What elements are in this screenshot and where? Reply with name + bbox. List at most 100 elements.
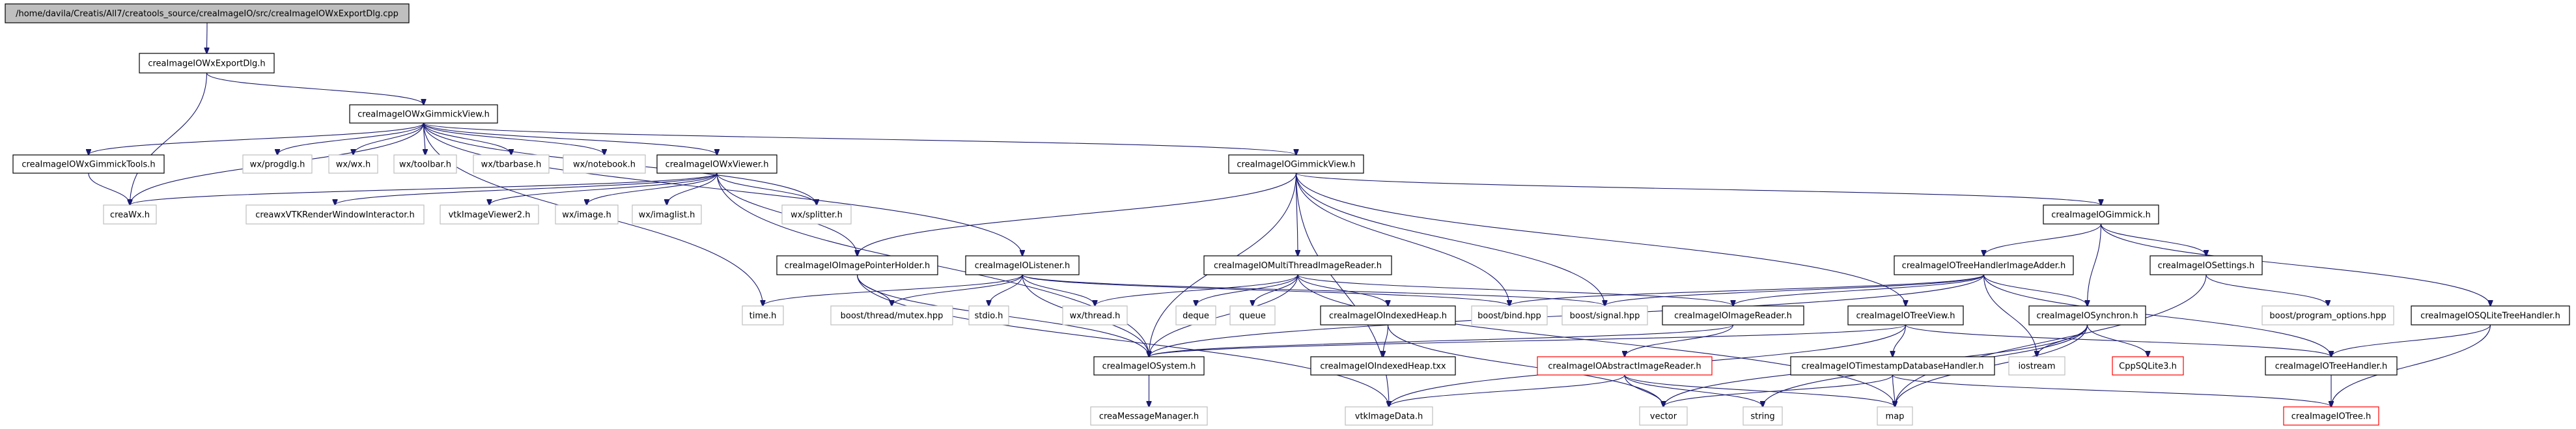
node-box <box>139 53 275 74</box>
node-tree[interactable]: creaImageIOTree.h <box>2283 406 2379 426</box>
node-vtkimgdata: vtkImageData.h <box>1345 406 1433 426</box>
node-iheaptxx[interactable]: creaImageIOIndexedHeap.txx <box>1310 356 1456 376</box>
node-box <box>1228 154 1364 174</box>
node-box <box>1639 406 1688 426</box>
edge-thadder-to-synchron <box>1983 274 2088 306</box>
node-label: vtkImageData.h <box>1355 412 1423 422</box>
edge-listener-to-stdio <box>989 274 1023 306</box>
edge-root-to-exportdlg <box>207 22 208 53</box>
node-ptrholder[interactable]: creaImageIOImagePointerHolder.h <box>776 255 938 275</box>
edge-thadder-to-iostream <box>1983 274 2037 357</box>
node-wxviewer[interactable]: creaImageIOWxViewer.h <box>656 154 777 174</box>
node-wxgview[interactable]: creaImageIOWxGimmickView.h <box>349 104 498 124</box>
node-box <box>1561 305 1648 325</box>
node-label: wx/splitter.h <box>791 210 843 220</box>
node-settings[interactable]: creaImageIOSettings.h <box>2149 255 2263 275</box>
node-box <box>742 305 784 325</box>
node-wxwx: wx/wx.h <box>328 154 378 174</box>
node-synchron[interactable]: creaImageIOSynchron.h <box>2028 305 2146 325</box>
node-label: creaImageIOWxExportDlg.h <box>148 59 265 69</box>
node-treeview[interactable]: creaImageIOTreeView.h <box>1847 305 1964 325</box>
node-label: CppSQLite3.h <box>2119 362 2177 372</box>
node-thadder[interactable]: creaImageIOTreeHandlerImageAdder.h <box>1894 255 2074 275</box>
node-label: creaImageIOTreeView.h <box>1856 311 1955 321</box>
edge-gview-to-ptrholder <box>858 173 1297 256</box>
node-label: queue <box>1239 311 1266 321</box>
node-listener[interactable]: creaImageIOListener.h <box>965 255 1080 275</box>
node-vtkiv2: vtkImageViewer2.h <box>440 204 539 225</box>
node-box <box>1471 305 1548 325</box>
node-gimmick[interactable]: creaImageIOGimmick.h <box>2043 204 2159 225</box>
node-wxgtools[interactable]: creaImageIOWxGimmickTools.h <box>12 154 165 174</box>
edge-exportdlg-to-wxgview <box>206 72 424 105</box>
node-label: creaImageIOGimmickView.h <box>1237 160 1355 170</box>
node-label: creaImageIOSystem.h <box>1102 362 1196 372</box>
edge-sqlitetree-to-tree <box>2331 324 2491 407</box>
node-gview[interactable]: creaImageIOGimmickView.h <box>1228 154 1364 174</box>
node-box <box>473 154 550 174</box>
node-splitter: wx/splitter.h <box>781 204 852 225</box>
node-label: boost/bind.hpp <box>1477 311 1541 321</box>
node-label: boost/signal.hpp <box>1570 311 1640 321</box>
edge-sqlitetree-to-treehandler <box>2331 324 2491 357</box>
node-absreader[interactable]: creaImageIOAbstractImageReader.h <box>1537 356 1713 376</box>
node-label: creaImageIOTreeHandler.h <box>2275 362 2387 372</box>
node-label: vtkImageViewer2.h <box>449 210 531 220</box>
node-box <box>656 154 777 174</box>
edge-imreader-to-system <box>1149 324 1734 357</box>
edge-gview-to-bind <box>1295 173 1510 306</box>
node-label: string <box>1750 412 1774 422</box>
node-iheap[interactable]: creaImageIOIndexedHeap.h <box>1320 305 1456 325</box>
node-label: wx/image.h <box>562 210 611 220</box>
node-box <box>12 154 165 174</box>
node-label: creaImageIOImageReader.h <box>1674 311 1792 321</box>
node-creawx: creaWx.h <box>103 204 157 225</box>
node-cppsqlite[interactable]: CppSQLite3.h <box>2112 356 2184 376</box>
node-imaglist: wx/imaglist.h <box>632 204 702 225</box>
node-system[interactable]: creaImageIOSystem.h <box>1093 356 1205 376</box>
node-label: stdio.h <box>975 311 1003 321</box>
edge-imreader-to-absreader <box>1625 324 1734 357</box>
node-label: creaImageIOTimestampDatabaseHandler.h <box>1802 362 1984 372</box>
node-box <box>1743 406 1783 426</box>
edge-gimmick-to-thadder <box>1984 223 2102 256</box>
node-box <box>1847 305 1964 325</box>
edge-mtreader-to-imreader <box>1297 274 1733 306</box>
edge-wxgview-to-gview <box>423 122 1296 155</box>
node-exportdlg[interactable]: creaImageIOWxExportDlg.h <box>139 53 275 74</box>
node-box <box>555 204 619 225</box>
edge-wxgview-to-notebook <box>423 122 605 155</box>
node-imreader[interactable]: creaImageIOImageReader.h <box>1662 305 1804 325</box>
edge-thadder-to-treehandler <box>1983 274 2332 357</box>
edge-wxviewer-to-vtkiv2 <box>490 173 718 205</box>
node-box <box>2112 356 2184 376</box>
node-label: creaImageIOSQLiteTreeHandler.h <box>2420 311 2560 321</box>
edge-settings-to-map <box>1895 274 2207 407</box>
node-treehandler[interactable]: creaImageIOTreeHandler.h <box>2265 356 2398 376</box>
edge-listener-to-timeh <box>763 274 1023 306</box>
node-box <box>2411 305 2570 325</box>
node-box <box>440 204 539 225</box>
node-label: creaImageIOIndexedHeap.txx <box>1320 362 1446 372</box>
edge-gimmick-to-sqlitetree <box>2100 223 2491 306</box>
node-label: creaImageIOSettings.h <box>2158 261 2255 271</box>
node-string: string <box>1743 406 1783 426</box>
node-box <box>245 204 425 225</box>
node-label: vector <box>1650 412 1677 422</box>
node-root[interactable]: /home/davila/Creatis/All7/creatools_sour… <box>5 3 410 23</box>
node-msgmgr: creaMessageManager.h <box>1090 406 1208 426</box>
edge-gimmick-to-settings <box>2100 223 2207 256</box>
node-box <box>393 154 457 174</box>
node-mtreader[interactable]: creaImageIOMultiThreadImageReader.h <box>1203 255 1392 275</box>
edge-thadder-to-bind <box>1509 274 1985 306</box>
node-label: wx/wx.h <box>336 160 371 170</box>
node-label: creawxVTKRenderWindowInteractor.h <box>255 210 415 220</box>
node-label: creaImageIOListener.h <box>975 261 1070 271</box>
edge-absreader-to-map <box>1624 374 1895 407</box>
node-box <box>830 305 953 325</box>
edge-listener-to-mutex <box>892 274 1023 306</box>
node-sqlitetree[interactable]: creaImageIOSQLiteTreeHandler.h <box>2411 305 2570 325</box>
edge-wxviewer-to-vtkrwi <box>335 173 718 205</box>
node-tsdb[interactable]: creaImageIOTimestampDatabaseHandler.h <box>1790 356 1995 376</box>
edge-absreader-to-vector <box>1624 374 1664 407</box>
